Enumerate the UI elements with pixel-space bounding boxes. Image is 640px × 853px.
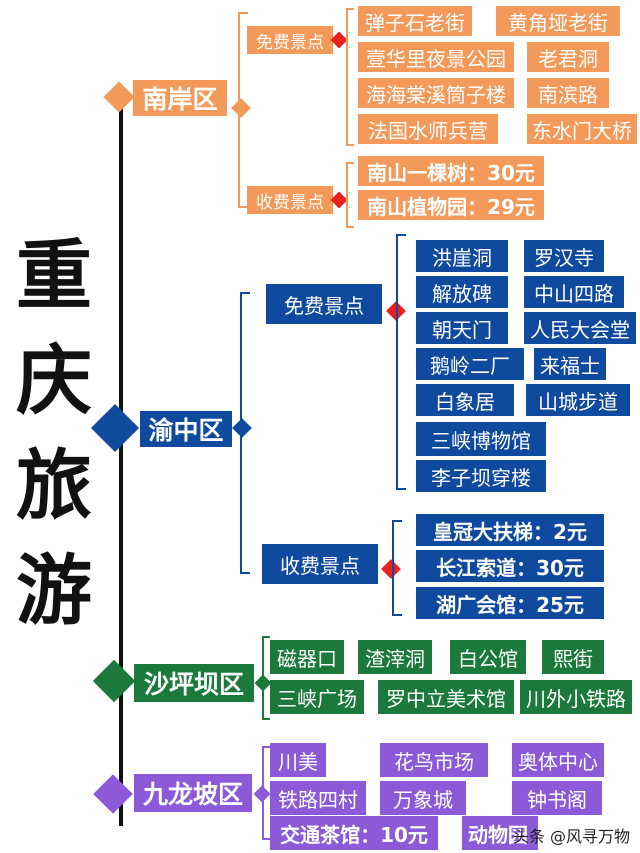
shapingba-item[interactable]: 磁器口	[270, 640, 344, 674]
yuzhong-district-label[interactable]: 渝中区	[140, 411, 232, 447]
yuzhong-free-item[interactable]: 三峡博物馆	[416, 422, 546, 456]
nanan-paid-item[interactable]: 南山植物园：29元	[358, 190, 544, 220]
jiulongpo-item[interactable]: 钟书阁	[512, 781, 602, 815]
yuzhong-free-item[interactable]: 白象居	[416, 384, 514, 416]
nanan-free-item[interactable]: 黄角垭老街	[496, 6, 620, 36]
nanan-bracket	[238, 12, 248, 208]
yuzhong-free-item[interactable]: 鹅岭二厂	[416, 348, 524, 380]
yuzhong-free-item[interactable]: 解放碑	[416, 276, 508, 308]
nanan-free-bracket	[346, 8, 354, 146]
yuzhong-bracket	[240, 292, 250, 574]
shapingba-item[interactable]: 川外小铁路	[520, 680, 632, 714]
yuzhong-free-item[interactable]: 山城步道	[526, 384, 630, 416]
jiulongpo-district-label[interactable]: 九龙坡区	[134, 774, 252, 812]
nanan-paid-diamond	[330, 191, 348, 209]
shapingba-district-label[interactable]: 沙坪坝区	[134, 664, 254, 702]
nanan-node-diamond	[103, 81, 135, 113]
title-char-2: 庆	[16, 336, 92, 425]
nanan-district-label[interactable]: 南岸区	[133, 80, 227, 116]
nanan-free-item[interactable]: 南滨路	[527, 78, 609, 108]
yuzhong-paid-item[interactable]: 湖广会馆：25元	[416, 587, 604, 619]
nanan-paid-item[interactable]: 南山一棵树：30元	[358, 156, 544, 186]
title-char-3: 旅	[16, 441, 92, 530]
yuzhong-free-item[interactable]: 李子坝穿楼	[416, 460, 546, 492]
spine-line	[119, 96, 123, 826]
yuzhong-free-bracket	[396, 234, 406, 490]
nanan-free-item[interactable]: 法国水师兵营	[358, 114, 498, 144]
yuzhong-paid-bracket	[392, 520, 402, 616]
nanan-free-item[interactable]: 弹子石老街	[358, 6, 472, 36]
jiulongpo-item[interactable]: 川美	[270, 743, 326, 777]
jiulongpo-item[interactable]: 花鸟市场	[380, 743, 488, 777]
shapingba-item[interactable]: 白公馆	[450, 640, 526, 674]
jiulongpo-item[interactable]: 动物园	[462, 816, 538, 850]
nanan-free-item[interactable]: 壹华里夜景公园	[358, 42, 514, 72]
jiulongpo-item[interactable]: 万象城	[380, 781, 466, 815]
shapingba-item[interactable]: 熙街	[542, 640, 604, 674]
nanan-paid-label[interactable]: 收费景点	[247, 186, 333, 214]
nanan-free-item[interactable]: 老君洞	[527, 42, 609, 72]
shapingba-item[interactable]: 三峡广场	[270, 680, 364, 714]
title-char-4: 游	[16, 546, 92, 635]
yuzhong-free-item[interactable]: 来福士	[534, 348, 606, 380]
jiulongpo-item[interactable]: 奥体中心	[512, 743, 604, 777]
nanan-paid-bracket	[346, 162, 354, 228]
jiulongpo-bracket	[262, 746, 270, 840]
nanan-free-label[interactable]: 免费景点	[247, 26, 333, 54]
shapingba-node-diamond	[92, 659, 136, 703]
yuzhong-free-item[interactable]: 洪崖洞	[416, 240, 508, 272]
shapingba-bracket	[262, 636, 270, 720]
yuzhong-free-label[interactable]: 免费景点	[266, 284, 382, 324]
jiulongpo-item[interactable]: 铁路四村	[270, 781, 366, 815]
yuzhong-paid-item[interactable]: 长江索道：30元	[416, 550, 604, 582]
yuzhong-free-item[interactable]: 人民大会堂	[524, 312, 636, 344]
yuzhong-free-item[interactable]: 中山四路	[524, 276, 624, 308]
nanan-free-item[interactable]: 东水门大桥	[527, 114, 637, 144]
title-char-1: 重	[16, 231, 92, 320]
jiulongpo-item[interactable]: 交通茶馆：10元	[270, 816, 438, 850]
watermark: 头条 @风寻万物	[512, 827, 630, 846]
yuzhong-paid-label[interactable]: 收费景点	[262, 544, 378, 584]
yuzhong-paid-item[interactable]: 皇冠大扶梯：2元	[416, 514, 604, 546]
nanan-free-diamond	[330, 31, 348, 49]
nanan-free-item[interactable]: 海海棠溪筒子楼	[358, 78, 514, 108]
yuzhong-free-item[interactable]: 罗汉寺	[524, 240, 604, 272]
yuzhong-free-item[interactable]: 朝天门	[416, 312, 508, 344]
yuzhong-node-diamond	[90, 403, 140, 453]
shapingba-item[interactable]: 渣滓洞	[358, 640, 432, 674]
shapingba-item[interactable]: 罗中立美术馆	[378, 680, 514, 714]
jiulongpo-node-diamond	[93, 774, 133, 814]
